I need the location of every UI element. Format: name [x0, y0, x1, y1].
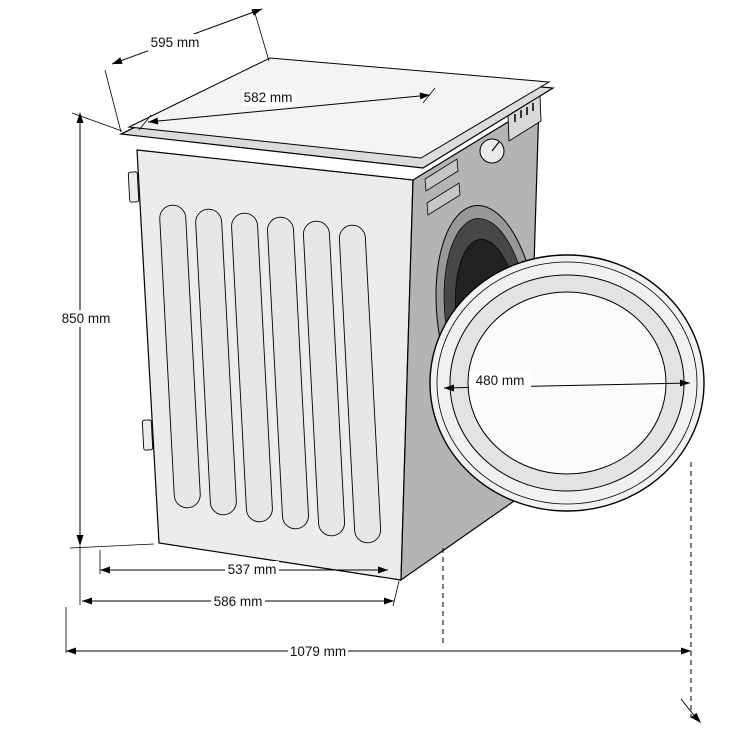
hinge-tab: [127, 171, 140, 203]
detergent-drawer-slit: [426, 182, 461, 216]
arrowhead: [100, 566, 110, 574]
arrowhead: [690, 712, 701, 723]
dimension-inner-width: 537 mm: [99, 550, 388, 578]
arrowhead: [680, 379, 690, 387]
vent-slot: [159, 204, 201, 509]
arrowhead: [82, 597, 92, 605]
arrowhead: [112, 57, 123, 64]
dimension-top-width: 582 mm: [138, 87, 436, 131]
label-background: [225, 561, 279, 578]
extension-line: [104, 69, 122, 133]
dimension-top-depth: 595 mm: [104, 8, 270, 133]
washer-body: [118, 57, 705, 582]
hinge-tab: [141, 419, 154, 451]
dimension-outer-width: 586 mm: [79, 546, 400, 610]
dim-label-height: 850 mm: [62, 311, 111, 326]
dim-label-total-width: 1079 mm: [290, 644, 346, 659]
vent-slots: [159, 204, 382, 544]
label-background: [148, 34, 202, 51]
dimension-line: [147, 94, 431, 123]
arrowhead: [251, 9, 262, 16]
vent-slot: [195, 208, 237, 516]
dim-label-outer-width: 586 mm: [214, 594, 263, 609]
label-background: [288, 643, 348, 660]
extension-line: [392, 580, 400, 607]
label-background: [469, 372, 531, 389]
label-background: [59, 310, 113, 327]
arrowhead: [76, 112, 84, 123]
dim-label-door-diameter: 480 mm: [476, 373, 525, 388]
arrowhead: [76, 535, 84, 546]
extension-line: [253, 9, 270, 62]
extension-line: [69, 543, 155, 549]
dim-label-inner-width: 537 mm: [228, 562, 277, 577]
vent-slot: [302, 220, 346, 537]
arrowhead: [444, 384, 454, 392]
door-rim-line: [436, 261, 698, 505]
detergent-drawer-slit: [424, 158, 459, 192]
vent-slot: [338, 224, 382, 544]
washer-top-surface: [127, 57, 551, 159]
arrowhead: [148, 117, 159, 125]
extension-tick: [138, 114, 152, 131]
arrowhead: [384, 597, 394, 605]
dim-label-top-width: 582 mm: [244, 90, 293, 105]
arrowhead: [419, 92, 430, 100]
label-background: [242, 90, 295, 106]
dim-label-top-depth: 595 mm: [151, 35, 200, 50]
vent-slot: [231, 212, 273, 523]
arrowhead: [66, 647, 76, 655]
arrowhead: [378, 566, 388, 574]
arrowhead: [681, 647, 691, 655]
dimension-height: 850 mm: [59, 112, 155, 549]
dimension-door-diameter: 480 mm: [442, 372, 701, 723]
dimension-total-width: 1079 mm: [65, 607, 691, 660]
porthole-door: [429, 254, 705, 512]
label-background: [211, 593, 265, 610]
vent-slot: [267, 216, 309, 530]
control-panel: [424, 95, 542, 216]
knob-pointer: [491, 141, 500, 152]
